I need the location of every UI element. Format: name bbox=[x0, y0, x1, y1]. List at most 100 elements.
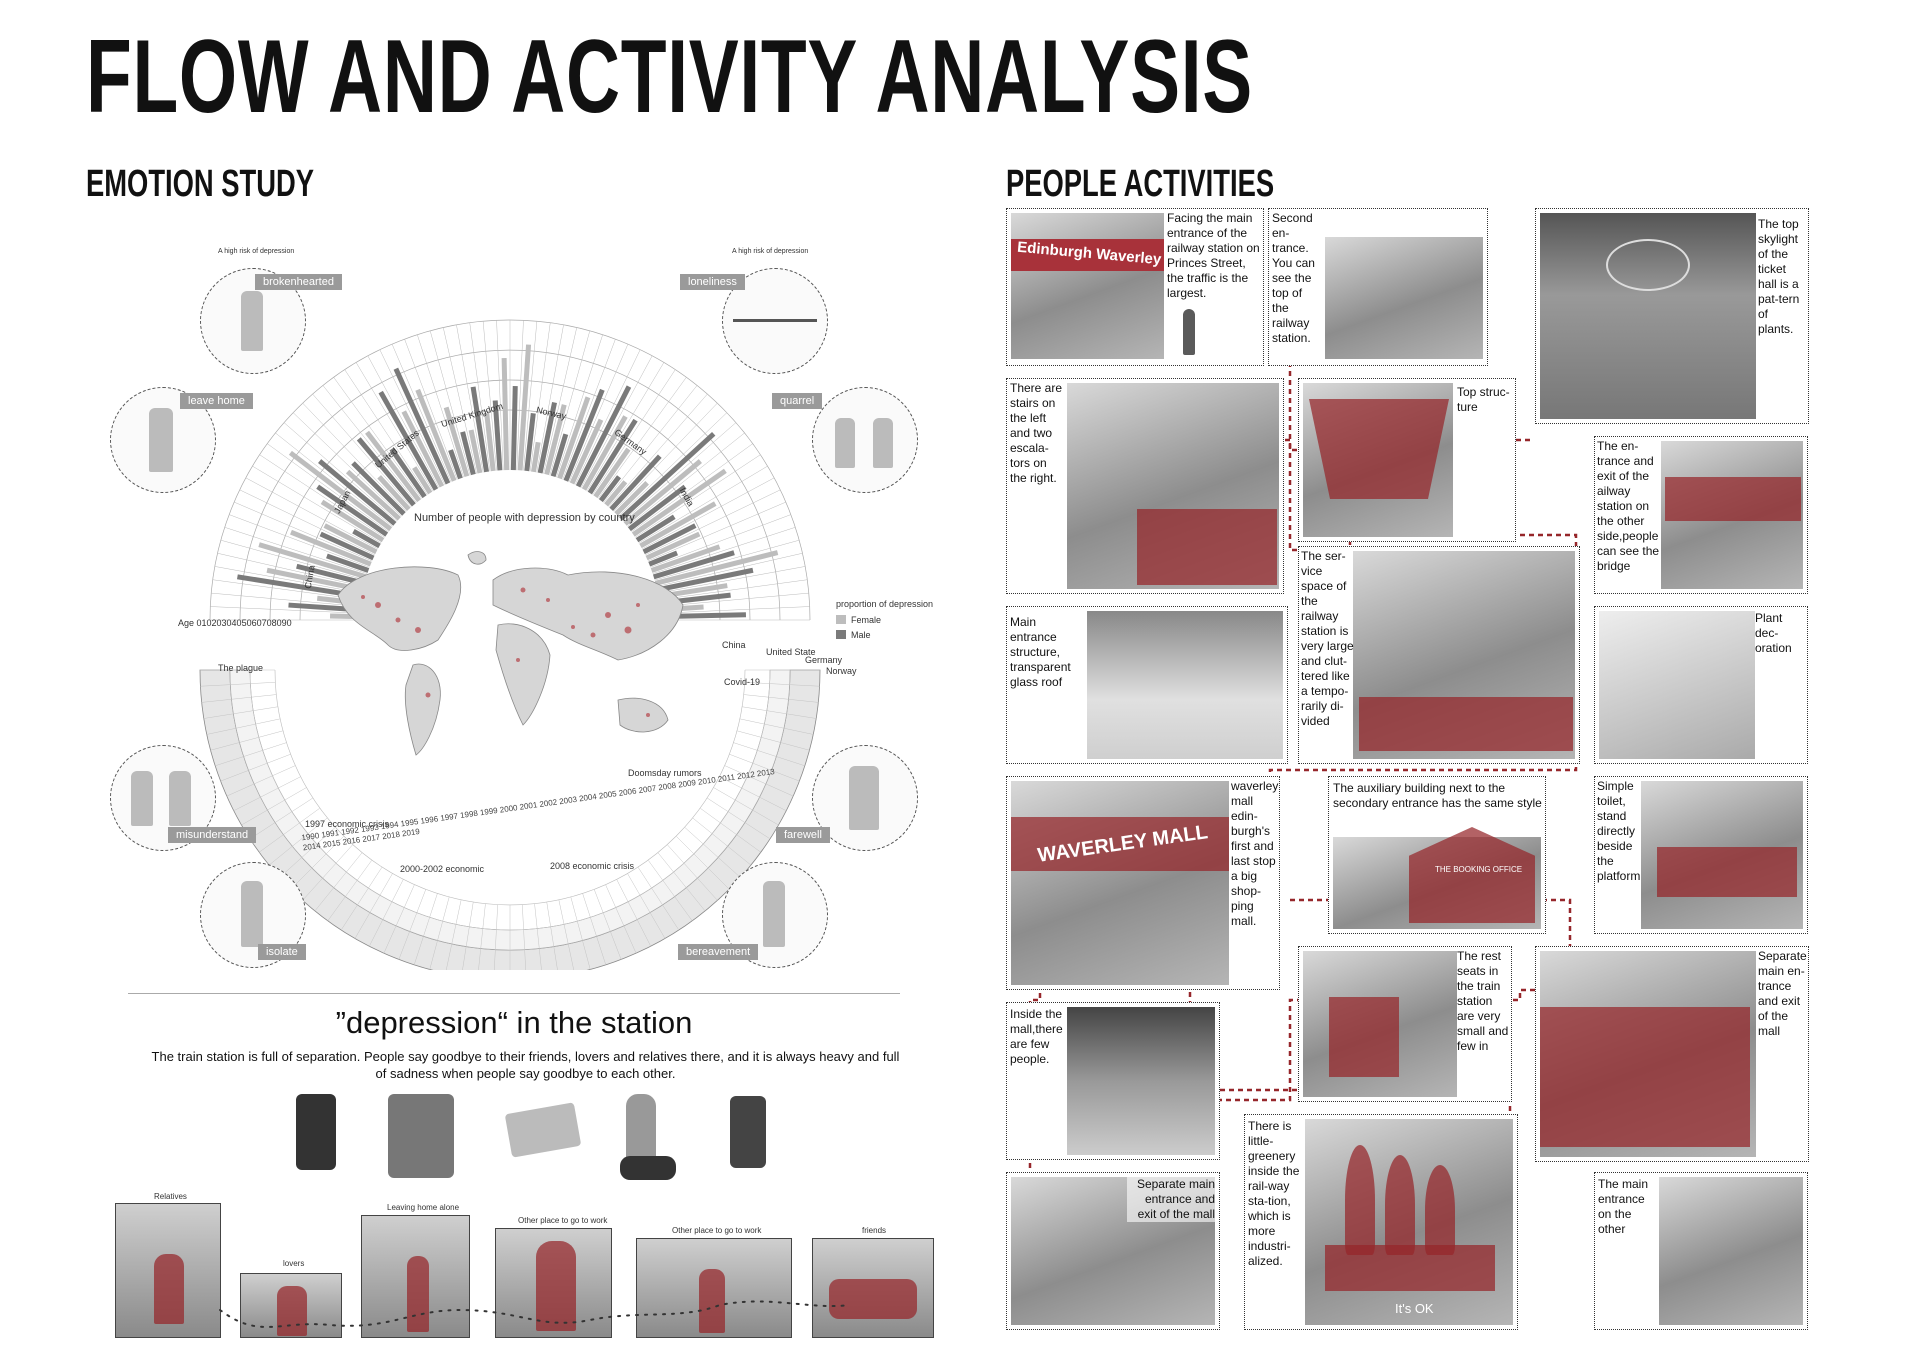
ring-grid bbox=[210, 320, 810, 621]
timeline-gridline bbox=[494, 904, 498, 970]
ring-gridline bbox=[627, 432, 745, 527]
country-bar bbox=[587, 418, 638, 495]
ring-gridline bbox=[417, 334, 464, 478]
caption-second-entrance: Second en-trance. You can see the top of… bbox=[1272, 211, 1315, 345]
ring-gridline bbox=[647, 501, 786, 562]
page-title: FLOW AND ACTIVITY ANALYSIS bbox=[86, 19, 1253, 135]
ring-gridline bbox=[536, 324, 564, 473]
ring-gridline bbox=[367, 355, 440, 489]
caption-separate-entrance-right: Separate main en-trance and exit of the … bbox=[1758, 949, 1807, 1038]
timeline-gridline bbox=[383, 884, 415, 954]
timeline-gridline bbox=[279, 827, 336, 878]
ring-gridline bbox=[391, 344, 452, 483]
country-bar bbox=[557, 396, 591, 480]
country-bar bbox=[645, 531, 701, 561]
timeline-gridline bbox=[429, 896, 450, 970]
chart-title: Number of people with depression by coun… bbox=[414, 512, 635, 524]
strip-photo-other-place-1 bbox=[495, 1228, 612, 1338]
sign-ok: It's OK bbox=[1395, 1301, 1434, 1316]
ring-gridline bbox=[469, 322, 491, 472]
timeline-gridline bbox=[215, 742, 287, 767]
caption-inside-mall: Inside the mall,there are few people. bbox=[1010, 1007, 1063, 1066]
strip-label-lovers: lovers bbox=[283, 1259, 305, 1268]
timeline-gridline bbox=[522, 904, 526, 970]
ring-gridline bbox=[442, 327, 477, 474]
photo-skylight: The top skylight of the ticket hall is a… bbox=[1535, 208, 1809, 424]
photo-separate-entrance-mall: Separate main entrance and exit of the m… bbox=[1006, 1172, 1220, 1330]
country-bar bbox=[648, 550, 678, 567]
photo-plant-decoration: Plant dec-oration bbox=[1594, 606, 1808, 764]
country-bar bbox=[365, 430, 422, 503]
timeline-doomsday: Doomsday rumors bbox=[628, 768, 702, 778]
strip-label-leaving-home: Leaving home alone bbox=[387, 1203, 460, 1212]
timeline-norway: Norway bbox=[826, 666, 857, 676]
strip-label-other-place-2: Other place to go to work bbox=[672, 1226, 762, 1235]
ring-gridline bbox=[214, 566, 363, 594]
bag-icon bbox=[620, 1156, 676, 1180]
timeline-gridline bbox=[647, 859, 693, 921]
timeline-gridline bbox=[729, 753, 800, 782]
ring-gridline bbox=[580, 355, 653, 489]
country-bar bbox=[470, 386, 490, 473]
timeline-gridline bbox=[743, 694, 819, 703]
ring-gridline bbox=[212, 579, 362, 601]
timeline-gridline bbox=[241, 787, 307, 826]
timeline-gridline bbox=[462, 902, 474, 970]
timeline-1997: 1997 economic crisis bbox=[305, 819, 390, 829]
country-bar bbox=[635, 514, 676, 543]
ring-gridline bbox=[608, 393, 708, 508]
ring-gridline bbox=[267, 443, 389, 533]
ring-gridline bbox=[229, 514, 370, 568]
timeline-plague: The plague bbox=[218, 663, 264, 673]
timeline-gridline bbox=[233, 776, 301, 811]
country-bar bbox=[619, 431, 716, 521]
ring-gridline bbox=[574, 349, 641, 485]
photo-second-entrance: Second en-trance. You can see the top of… bbox=[1268, 208, 1488, 366]
strip-dotted-path bbox=[219, 1300, 851, 1328]
ring-gridline bbox=[622, 422, 737, 522]
emotion-tag-misunderstand: misunderstand bbox=[168, 827, 257, 843]
timeline-gridline bbox=[724, 765, 794, 797]
country-bar bbox=[614, 481, 649, 516]
ring-gridline bbox=[344, 369, 428, 495]
country-bar bbox=[448, 449, 463, 480]
ring-gridline bbox=[568, 344, 629, 483]
strip-label-other-place-1: Other place to go to work bbox=[518, 1216, 608, 1225]
timeline-gridline bbox=[627, 873, 666, 939]
country-bar bbox=[604, 480, 628, 507]
caption-auxiliary-building: The auxiliary building next to the secon… bbox=[1333, 781, 1542, 810]
country-bar bbox=[290, 529, 372, 567]
timeline-gridline bbox=[200, 682, 276, 687]
ring-gridline bbox=[654, 539, 800, 581]
timeline-2008: 2008 economic crisis bbox=[550, 861, 635, 871]
timeline-gridline bbox=[201, 694, 277, 703]
photo-main-entrance-other: The main entrance on the other bbox=[1594, 1172, 1808, 1330]
country-bar bbox=[581, 415, 628, 491]
country-bar bbox=[443, 406, 470, 478]
ring-gridline bbox=[657, 566, 806, 594]
emotion-circle-quarrel bbox=[812, 387, 918, 493]
country-bar bbox=[352, 528, 381, 549]
country-bar bbox=[378, 390, 439, 491]
timeline-gridline bbox=[398, 889, 427, 960]
timeline-gridline bbox=[203, 706, 278, 719]
country-bar bbox=[631, 468, 727, 537]
ring-gridline bbox=[618, 412, 728, 517]
depression-radial-chart bbox=[199, 319, 821, 970]
ring-gridline bbox=[429, 330, 471, 476]
country-bar bbox=[326, 553, 370, 573]
suitcase-icon bbox=[388, 1094, 454, 1178]
legend-male-swatch bbox=[836, 630, 846, 639]
depression-heading: ”depression“ in the station bbox=[335, 1005, 693, 1040]
caption-toilet: Simple toilet, stand directly beside the… bbox=[1597, 779, 1641, 883]
country-bar bbox=[318, 459, 397, 526]
ring-gridline bbox=[482, 321, 497, 471]
photo-stairs: There are stairs on the left and two esc… bbox=[1006, 378, 1284, 594]
ring-gridline bbox=[631, 443, 753, 533]
timeline-gridline bbox=[739, 718, 814, 735]
timeline-gridline bbox=[369, 879, 404, 947]
photo-greenery: It's OK There is little-greenery inside … bbox=[1244, 1114, 1518, 1330]
caption-plant-decoration: Plant dec-oration bbox=[1755, 611, 1792, 655]
timeline-gridline bbox=[478, 903, 486, 970]
ring-gridline bbox=[234, 501, 373, 562]
